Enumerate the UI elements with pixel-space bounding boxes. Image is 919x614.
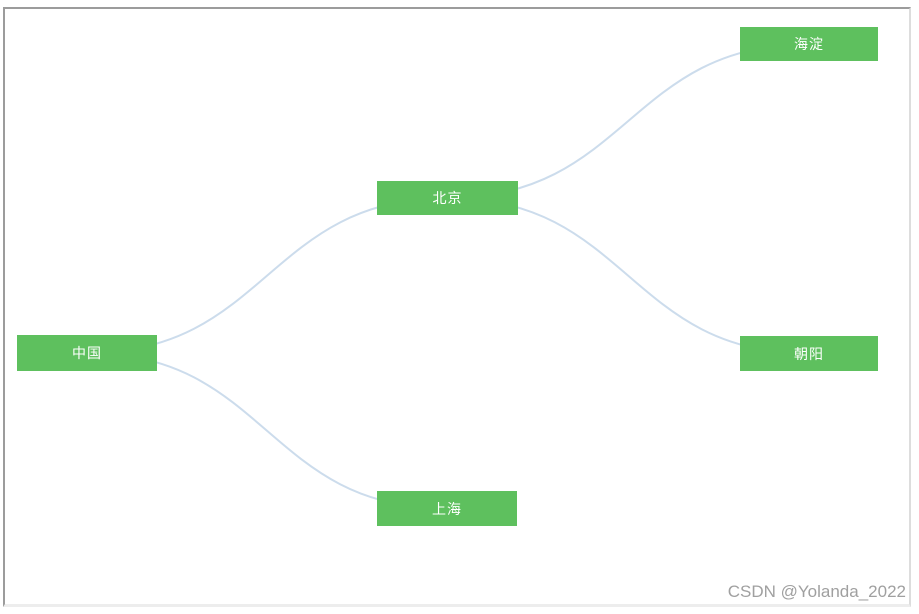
tree-edge-zhongguo-beijing [86, 197, 448, 354]
tree-chart-panel: 中国 北京上海 海淀朝阳 [3, 7, 911, 607]
tree-edge-zhongguo-shanghai [86, 352, 448, 510]
tree-node-zhongguo[interactable]: 中国 [17, 335, 157, 371]
watermark-text: CSDN @Yolanda_2022 [727, 582, 906, 601]
tree-node-haidian[interactable]: 海淀 [740, 27, 878, 61]
tree-node-chaoyang[interactable]: 朝阳 [740, 336, 878, 371]
tree-edge-beijing-haidian [447, 43, 810, 199]
tree-node-beijing[interactable]: 北京 [377, 181, 518, 215]
tree-edge-beijing-chaoyang [447, 197, 810, 355]
tree-node-shanghai[interactable]: 上海 [377, 491, 517, 526]
